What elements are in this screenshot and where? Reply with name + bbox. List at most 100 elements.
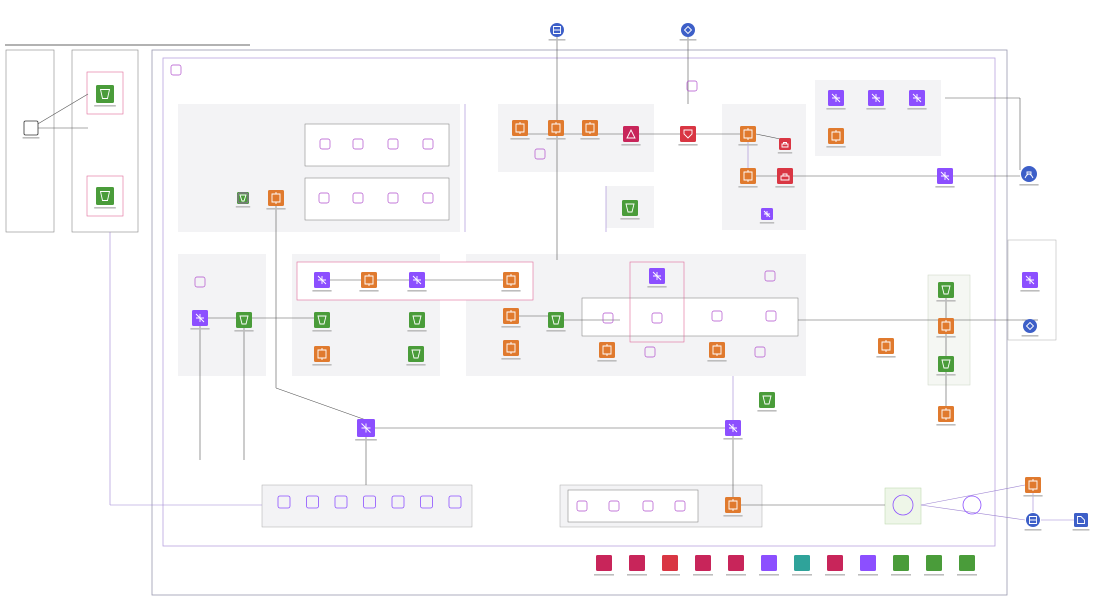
compute-icon bbox=[317, 348, 327, 360]
onprem-boundary bbox=[5, 49, 55, 233]
node-gateway-1[interactable] bbox=[623, 126, 639, 142]
node-caption-mark bbox=[359, 290, 379, 292]
legend-swatch bbox=[695, 555, 711, 571]
node-grp-st-3[interactable] bbox=[408, 346, 424, 362]
node-grp-st-2[interactable] bbox=[409, 312, 425, 328]
node-route-2[interactable] bbox=[548, 120, 564, 136]
node-caption-mark bbox=[22, 137, 40, 139]
node-shape bbox=[1023, 319, 1037, 333]
node-mgmt-1[interactable] bbox=[828, 128, 844, 144]
outline-icon bbox=[534, 148, 546, 160]
node-br-compute[interactable] bbox=[1025, 477, 1041, 493]
node-caption-mark bbox=[234, 330, 254, 332]
router-icon[interactable] bbox=[892, 494, 914, 516]
compute-icon bbox=[506, 310, 516, 322]
node-nw-2[interactable] bbox=[868, 90, 884, 106]
node-az-fw[interactable] bbox=[777, 168, 793, 184]
node-caption-mark bbox=[936, 374, 956, 376]
node-mgmt-2[interactable] bbox=[622, 200, 638, 216]
node-az-nw[interactable] bbox=[761, 208, 773, 220]
outline-icon bbox=[686, 80, 698, 92]
storage-icon bbox=[239, 315, 249, 325]
endpoint-icon[interactable] bbox=[420, 495, 433, 509]
node-caption-mark bbox=[406, 364, 426, 366]
node-caption-mark bbox=[738, 144, 758, 146]
node-onprem-server[interactable] bbox=[23, 120, 39, 136]
endpoint-icon[interactable] bbox=[334, 495, 348, 509]
endpoint-icon[interactable] bbox=[277, 495, 291, 509]
subnet-box-1 bbox=[304, 123, 450, 167]
node-waf[interactable] bbox=[680, 126, 696, 142]
database-icon bbox=[1029, 516, 1037, 524]
node-hub[interactable] bbox=[357, 419, 375, 437]
node-caption-mark bbox=[936, 336, 956, 338]
outline-icon bbox=[674, 500, 686, 512]
node-route-1[interactable] bbox=[512, 120, 528, 136]
node-grp-comp-2[interactable] bbox=[503, 272, 519, 288]
node-bottom-comp[interactable] bbox=[725, 497, 741, 513]
node-caption-mark bbox=[866, 108, 886, 110]
network-icon bbox=[912, 93, 922, 103]
node-rc-st-2[interactable] bbox=[938, 356, 954, 372]
node-caption-mark bbox=[907, 108, 927, 110]
group-left bbox=[178, 254, 266, 376]
node-left-st[interactable] bbox=[236, 312, 252, 328]
node-top-diamond[interactable] bbox=[681, 23, 695, 37]
node-nw-3[interactable] bbox=[909, 90, 925, 106]
node-az-ec2[interactable] bbox=[740, 168, 756, 184]
node-pink-nw[interactable] bbox=[649, 268, 665, 284]
node-lower-nw[interactable] bbox=[725, 420, 741, 436]
node-caption-mark bbox=[501, 326, 521, 328]
router-icon[interactable] bbox=[962, 495, 982, 515]
node-grp-nw-2[interactable] bbox=[409, 272, 425, 288]
node-rc-left[interactable] bbox=[878, 338, 894, 354]
network-icon bbox=[940, 171, 950, 181]
node-rg-comp-2[interactable] bbox=[709, 342, 725, 358]
node-nw-1[interactable] bbox=[828, 90, 844, 106]
node-far-right-diamond[interactable] bbox=[1023, 319, 1037, 333]
connector-line bbox=[920, 484, 1026, 506]
node-acct-b-storage[interactable] bbox=[96, 187, 114, 205]
node-far-right-nw[interactable] bbox=[1022, 272, 1038, 288]
node-left-nw[interactable] bbox=[192, 310, 208, 326]
node-shape bbox=[1074, 513, 1088, 527]
node-grp-comp-1[interactable] bbox=[361, 272, 377, 288]
node-caption-mark bbox=[679, 39, 697, 41]
node-elb[interactable] bbox=[740, 126, 756, 142]
node-caption-mark bbox=[723, 438, 743, 440]
node-mid-st[interactable] bbox=[548, 312, 564, 328]
node-rg-comp-1[interactable] bbox=[599, 342, 615, 358]
endpoint-icon[interactable] bbox=[391, 495, 405, 509]
node-mid-comp-2[interactable] bbox=[503, 340, 519, 356]
node-mid-comp-1[interactable] bbox=[503, 308, 519, 324]
endpoint-icon[interactable] bbox=[448, 495, 462, 509]
legend-caption-mark bbox=[594, 574, 614, 576]
node-fw[interactable] bbox=[779, 138, 791, 150]
node-grp-st-1[interactable] bbox=[314, 312, 330, 328]
node-caption-mark bbox=[678, 144, 698, 146]
outline-icon bbox=[422, 138, 434, 150]
legend-caption-mark bbox=[957, 574, 977, 576]
node-right-nw[interactable] bbox=[937, 168, 953, 184]
node-top-db[interactable] bbox=[550, 23, 564, 37]
node-grp-comp-3[interactable] bbox=[314, 346, 330, 362]
endpoint-icon[interactable] bbox=[306, 495, 319, 509]
node-rc-st-1[interactable] bbox=[938, 282, 954, 298]
node-br-db[interactable] bbox=[1026, 513, 1040, 527]
node-rc-comp[interactable] bbox=[938, 318, 954, 334]
node-acct-a-storage[interactable] bbox=[96, 85, 114, 103]
node-ctr-compute[interactable] bbox=[268, 190, 284, 206]
node-br-doc[interactable] bbox=[1074, 513, 1088, 527]
node-lower-st[interactable] bbox=[759, 392, 775, 408]
node-shape bbox=[623, 126, 639, 142]
outline-icon bbox=[644, 346, 656, 358]
node-ctr-storage[interactable] bbox=[237, 192, 249, 204]
bucket-icon bbox=[99, 191, 111, 201]
node-shape bbox=[938, 282, 954, 298]
node-grp-nw-1[interactable] bbox=[314, 272, 330, 288]
node-rc-comp-2[interactable] bbox=[938, 406, 954, 422]
node-user[interactable] bbox=[1021, 166, 1037, 182]
node-route-3[interactable] bbox=[582, 120, 598, 136]
endpoint-icon[interactable] bbox=[363, 495, 376, 509]
diamond-icon bbox=[683, 25, 693, 35]
